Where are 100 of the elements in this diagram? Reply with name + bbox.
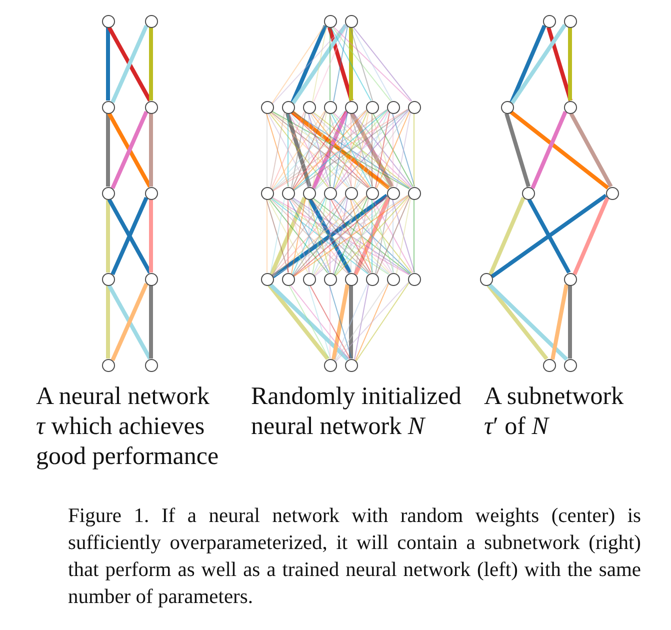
connection-line [356, 282, 410, 362]
connection-line [354, 284, 369, 360]
connection-line [106, 286, 110, 358]
connection-line [333, 112, 348, 188]
neuron-circle [366, 272, 378, 286]
connection-line [334, 283, 368, 361]
connection-line [396, 112, 411, 188]
connection-line [354, 112, 369, 188]
connection-line [333, 198, 348, 274]
connection-line [569, 112, 613, 188]
neuron-circle [144, 272, 158, 286]
connection-line [504, 112, 530, 188]
connection-line [308, 198, 332, 274]
connection-line [568, 28, 572, 100]
connection-line [546, 26, 572, 102]
connection-line [328, 198, 352, 274]
neuron-circle [542, 14, 556, 28]
connection-line [370, 198, 394, 274]
connection-line [286, 198, 310, 274]
connection-line [350, 113, 352, 187]
connection-line [291, 112, 306, 188]
connection-line [310, 284, 350, 360]
connection-line [568, 286, 572, 358]
neuron-circle [282, 272, 294, 286]
connection-line [488, 283, 568, 361]
connection-line [149, 200, 153, 272]
connection-line [290, 284, 350, 360]
neuron-circle [260, 272, 274, 286]
connection-line [266, 112, 290, 188]
neuron-circle [282, 100, 294, 114]
connection-line [333, 26, 348, 102]
network-label: A subnetwork τ′ of N [484, 382, 625, 442]
neuron-circle [366, 100, 378, 114]
connection-line [335, 282, 409, 362]
neuron-circle [324, 186, 336, 200]
connection-line [332, 26, 412, 102]
connection-line [308, 113, 310, 187]
connection-line [350, 198, 374, 274]
connection-line [308, 199, 310, 273]
connection-line [334, 282, 388, 362]
connection-line [312, 112, 327, 188]
connection-line [392, 113, 394, 187]
neuron-circle [344, 14, 358, 28]
connection-line [370, 112, 394, 188]
connection-line [312, 198, 327, 274]
connection-line [352, 26, 392, 102]
neuron-circle [542, 358, 556, 372]
connection-line [270, 112, 285, 188]
connection-line [354, 198, 369, 274]
neuron-circle [564, 272, 576, 286]
connection-line [488, 196, 526, 276]
connection-line [572, 196, 610, 276]
neuron-circle [606, 186, 618, 200]
neuron-circle [324, 14, 336, 28]
neuron-circle [500, 100, 514, 114]
neuron-circle [564, 100, 576, 114]
neuron-circle [282, 186, 294, 200]
connection-line [266, 198, 290, 274]
neuron-circle [344, 358, 358, 372]
connection-line [332, 26, 392, 102]
neuron-circle [344, 272, 358, 286]
neuron-circle [366, 186, 378, 200]
neuron-circle [144, 358, 158, 372]
neuron-circle [324, 358, 336, 372]
connection-line [149, 286, 153, 358]
connection-line [350, 26, 374, 102]
connection-line [106, 200, 110, 272]
neuron-circle [344, 100, 358, 114]
connection-line [375, 198, 390, 274]
neuron-circle [260, 186, 274, 200]
connection-line [291, 198, 306, 274]
connection-line [392, 112, 416, 188]
neuron-circle [324, 100, 336, 114]
connection-line [330, 26, 372, 102]
connection-line [106, 114, 110, 186]
connection-line [510, 24, 546, 104]
connection-line [510, 24, 566, 104]
neuron-circle [144, 186, 158, 200]
connection-line [308, 112, 332, 188]
connection-line [328, 26, 354, 102]
neuron-circle [408, 100, 420, 114]
neuron-circle [408, 272, 420, 286]
connection-line [355, 283, 389, 361]
connection-line [349, 286, 353, 358]
network-label: A neural network τ which achieves good performance [36, 382, 220, 472]
connection-line [392, 198, 416, 274]
neuron-circle [344, 186, 358, 200]
neuron-circle [564, 14, 576, 28]
connection-line [392, 199, 394, 273]
neuron-circle [302, 100, 316, 114]
connection-line [286, 112, 312, 188]
network-label: Randomly initialized neural network N [251, 382, 462, 442]
neuron-circle [386, 186, 400, 200]
neuron-circle [144, 14, 158, 28]
connection-line [266, 199, 268, 273]
connection-line [313, 25, 347, 103]
connection-line [290, 24, 328, 104]
neuron-circle [102, 14, 114, 28]
connection-line [308, 198, 352, 274]
connection-line [292, 24, 348, 104]
